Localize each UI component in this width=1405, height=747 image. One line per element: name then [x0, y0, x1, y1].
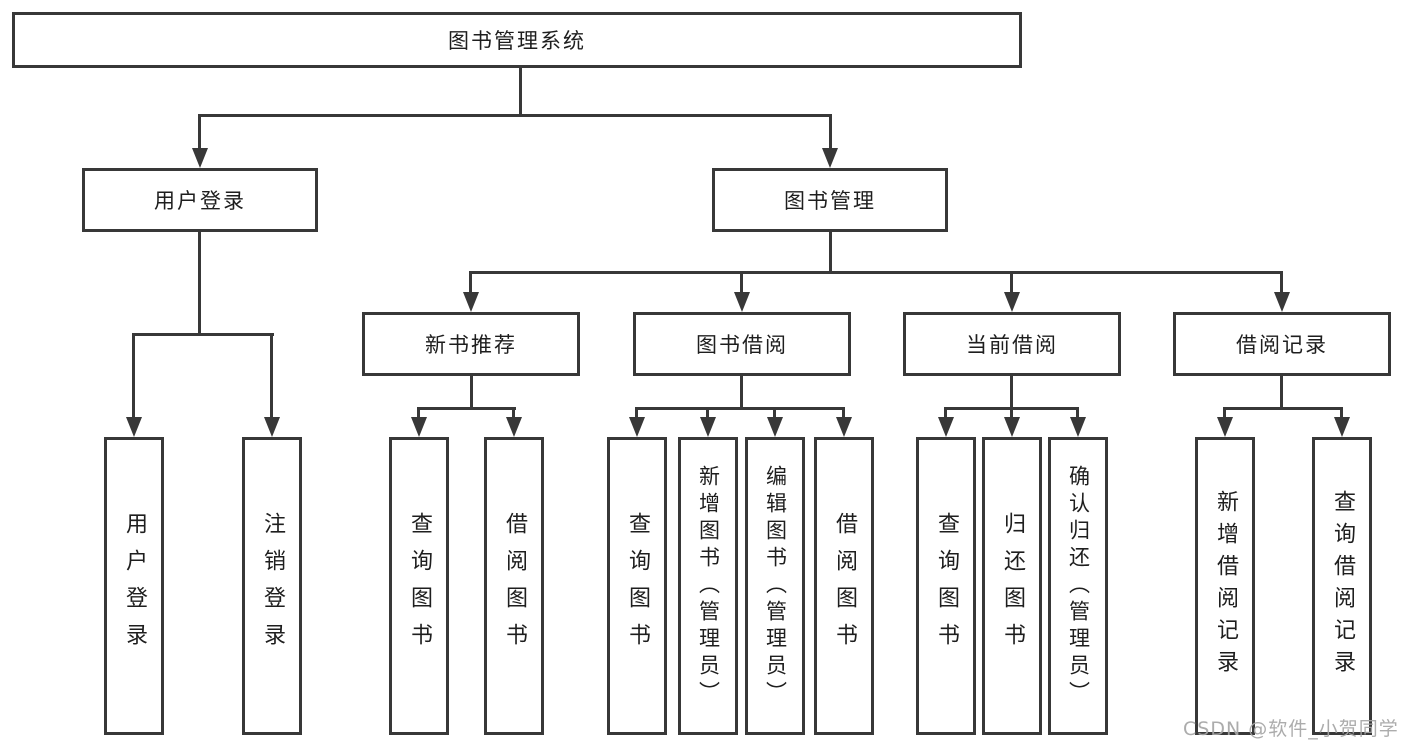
node-book-management: 图书管理 [712, 168, 948, 232]
connector-line [417, 407, 420, 419]
node-label: 确认归还（管理员） [1066, 464, 1091, 708]
arrow-down-icon [506, 417, 522, 437]
connector-line [512, 407, 515, 419]
connector-line [519, 68, 522, 116]
connector-line [469, 271, 1283, 274]
connector-line [773, 407, 776, 419]
connector-line [944, 407, 947, 419]
connector-line [1280, 376, 1283, 409]
connector-line [829, 114, 832, 150]
leaf-node-user-login: 用户登录 [104, 437, 164, 735]
arrow-down-icon [836, 417, 852, 437]
connector-line [198, 114, 832, 117]
csdn-watermark: CSDN @软件_小贺同学 [1183, 718, 1399, 740]
connector-line [270, 333, 273, 419]
leaf-node-query-books-1: 查询图书 [389, 437, 449, 735]
connector-line [1340, 407, 1343, 419]
leaf-node-query-books-2: 查询图书 [607, 437, 667, 735]
connector-line [829, 230, 832, 273]
leaf-node-confirm-return-admin: 确认归还（管理员） [1048, 437, 1108, 735]
arrow-down-icon [938, 417, 954, 437]
arrow-down-icon [192, 148, 208, 168]
leaf-node-query-books-3: 查询图书 [916, 437, 976, 735]
connector-line [635, 407, 638, 419]
connector-line [1010, 376, 1013, 409]
node-label: 借阅图书 [832, 512, 857, 660]
node-label: 用户登录 [122, 512, 147, 660]
node-library-management-system: 图书管理系统 [12, 12, 1022, 68]
arrow-down-icon [1070, 417, 1086, 437]
node-label: 用户登录 [154, 189, 246, 213]
leaf-node-edit-books-admin: 编辑图书（管理员） [745, 437, 805, 735]
arrow-down-icon [1334, 417, 1350, 437]
node-current-borrowing: 当前借阅 [903, 312, 1121, 376]
node-label: 查询借阅记录 [1330, 490, 1355, 682]
arrow-down-icon [767, 417, 783, 437]
leaf-node-borrow-books-2: 借阅图书 [814, 437, 874, 735]
connector-line [740, 376, 743, 409]
connector-line [1280, 271, 1283, 296]
connector-line [1223, 407, 1226, 419]
connector-line [842, 407, 845, 419]
node-label: 查询图书 [407, 512, 432, 660]
arrow-down-icon [1274, 292, 1290, 312]
node-new-book-recommendation: 新书推荐 [362, 312, 580, 376]
node-book-borrowing: 图书借阅 [633, 312, 851, 376]
leaf-node-add-borrow-record: 新增借阅记录 [1195, 437, 1255, 735]
connector-line [1223, 407, 1343, 410]
node-label: 图书管理系统 [448, 29, 586, 53]
leaf-node-return-books: 归还图书 [982, 437, 1042, 735]
leaf-node-borrow-books-1: 借阅图书 [484, 437, 544, 735]
connector-line [132, 333, 274, 336]
leaf-node-add-books-admin: 新增图书（管理员） [678, 437, 738, 735]
arrow-down-icon [734, 292, 750, 312]
connector-line [1010, 407, 1013, 419]
arrow-down-icon [411, 417, 427, 437]
arrow-down-icon [126, 417, 142, 437]
connector-line [1076, 407, 1079, 419]
leaf-node-query-borrow-record: 查询借阅记录 [1312, 437, 1372, 735]
connector-line [469, 271, 472, 296]
connector-line [417, 407, 516, 410]
node-label: 新增图书（管理员） [696, 464, 721, 708]
arrow-down-icon [264, 417, 280, 437]
connector-line [635, 407, 845, 410]
node-borrowing-records: 借阅记录 [1173, 312, 1391, 376]
node-user-login: 用户登录 [82, 168, 318, 232]
node-label: 注销登录 [260, 512, 285, 660]
leaf-node-logout: 注销登录 [242, 437, 302, 735]
arrow-down-icon [822, 148, 838, 168]
node-label: 查询图书 [934, 512, 959, 660]
node-label: 当前借阅 [966, 333, 1058, 357]
arrow-down-icon [1004, 417, 1020, 437]
arrow-down-icon [629, 417, 645, 437]
arrow-down-icon [463, 292, 479, 312]
node-label: 新书推荐 [425, 333, 517, 357]
connector-line [198, 114, 201, 150]
node-label: 借阅图书 [502, 512, 527, 660]
connector-line [198, 230, 201, 335]
connector-line [740, 271, 743, 296]
connector-line [132, 333, 135, 419]
node-label: 归还图书 [1000, 512, 1025, 660]
arrow-down-icon [700, 417, 716, 437]
arrow-down-icon [1004, 292, 1020, 312]
connector-line [1010, 271, 1013, 296]
node-label: 查询图书 [625, 512, 650, 660]
node-label: 借阅记录 [1236, 333, 1328, 357]
node-label: 图书管理 [784, 189, 876, 213]
connector-line [706, 407, 709, 419]
node-label: 新增借阅记录 [1213, 490, 1238, 682]
node-label: 图书借阅 [696, 333, 788, 357]
connector-line [470, 376, 473, 409]
arrow-down-icon [1217, 417, 1233, 437]
node-label: 编辑图书（管理员） [763, 464, 788, 708]
